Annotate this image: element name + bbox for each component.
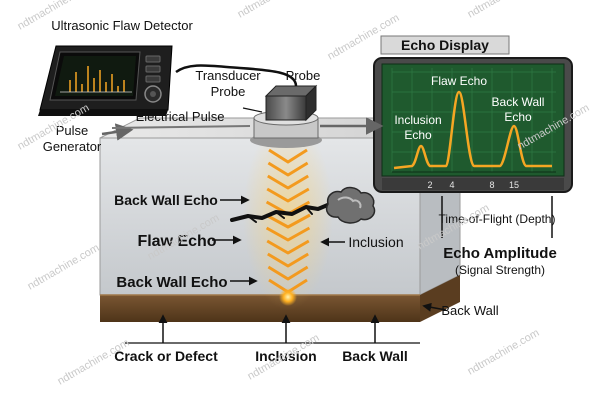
probe-label: Probe: [286, 68, 321, 83]
wavefront-chevron: [267, 161, 309, 177]
probe-housing: [265, 95, 307, 121]
wavefront-chevron: [267, 252, 309, 268]
device-knob-center: [150, 91, 156, 97]
pulse-generator-arrow: [101, 123, 134, 141]
wavefront-chevron: [266, 187, 310, 203]
transducer-probe: [175, 64, 322, 148]
crack-or-defect-label: Crack or Defect: [114, 348, 218, 364]
probe-cable: [175, 64, 298, 87]
wavefront-chevron: [265, 226, 311, 242]
monitor-scale-strip: [382, 178, 564, 190]
flaw-echo-label: Flaw Echo: [137, 233, 216, 250]
back-wall-echo-bottom-label: Back Wall Echo: [116, 274, 227, 291]
watermark-text: ndtmachine.com: [236, 0, 312, 21]
watermark-text: ndtmachine.com: [466, 327, 542, 378]
echo-display-title-bg: [380, 35, 510, 55]
display-inclusion-echo-line2: Echo: [404, 128, 432, 142]
inclusion-side-label: Inclusion: [348, 234, 403, 250]
inclusion-blob: [325, 186, 376, 224]
crack-branches: [247, 206, 313, 223]
back-wall-echo-top-label: Back Wall Echo: [114, 192, 218, 208]
pulse-generator-label-line2: Generator: [43, 139, 102, 154]
time-of-flight-label: Time-of-Flight (Depth): [439, 212, 556, 226]
back-wall-right-label: Back Wall: [441, 303, 498, 318]
wavefront-chevron: [265, 213, 311, 229]
device-bottom: [38, 110, 168, 116]
echo-trace: [393, 90, 552, 170]
electrical-pulse-label: Electrical Pulse: [136, 109, 225, 124]
scale-number-4: 15: [509, 180, 519, 190]
display-inclusion-echo-line1: Inclusion: [394, 113, 441, 127]
flaw-detector-device: [38, 45, 173, 116]
back-wall-right-arrow: [422, 302, 447, 312]
display-flaw-echo-label: Flaw Echo: [431, 74, 487, 88]
scale-number-2: 4: [449, 180, 454, 190]
back-wall-layer: [100, 295, 420, 322]
back-wall-bottom-label: Back Wall: [342, 348, 408, 364]
echo-display-title: Echo Display: [401, 37, 489, 53]
beam-wavefronts: [265, 148, 311, 294]
scale-number-1: 2: [427, 180, 432, 190]
device-screen-signal: [69, 66, 125, 92]
display-back-wall-echo-line2: Echo: [504, 110, 532, 124]
wavefront-chevron: [266, 239, 310, 255]
echo-display-monitor: [373, 35, 573, 193]
transducer-probe-leader: [242, 107, 263, 113]
labels: Ultrasonic Flaw Detector Transducer Prob…: [43, 18, 557, 364]
wavefront-chevron: [268, 148, 308, 164]
pulse-generator-label-line1: Pulse: [56, 123, 89, 138]
inclusion-bottom-label: Inclusion: [255, 348, 316, 364]
crack-defect: [230, 202, 332, 222]
arrows: [101, 107, 553, 344]
electrical-pulse-line: [111, 125, 251, 129]
wavefront-chevron: [267, 265, 309, 281]
watermark-text: ndtmachine.com: [26, 242, 102, 293]
device-buttons: [145, 55, 161, 83]
probe-housing-side: [305, 84, 317, 122]
signal-strength-label: (Signal Strength): [455, 263, 545, 277]
scale-number-3: 8: [489, 180, 494, 190]
wavefront-chevron: [267, 174, 309, 190]
monitor-grid: [391, 68, 556, 173]
beam-focus-glow: [279, 288, 297, 306]
device-title-label: Ultrasonic Flaw Detector: [51, 18, 193, 33]
display-back-wall-echo-line1: Back Wall: [492, 95, 545, 109]
echo-amplitude-label: Echo Amplitude: [443, 245, 557, 262]
transducer-probe-label-line1: Transducer: [195, 68, 261, 83]
watermark-text: ndtmachine.com: [466, 0, 542, 21]
transducer-probe-label-line2: Probe: [211, 84, 246, 99]
